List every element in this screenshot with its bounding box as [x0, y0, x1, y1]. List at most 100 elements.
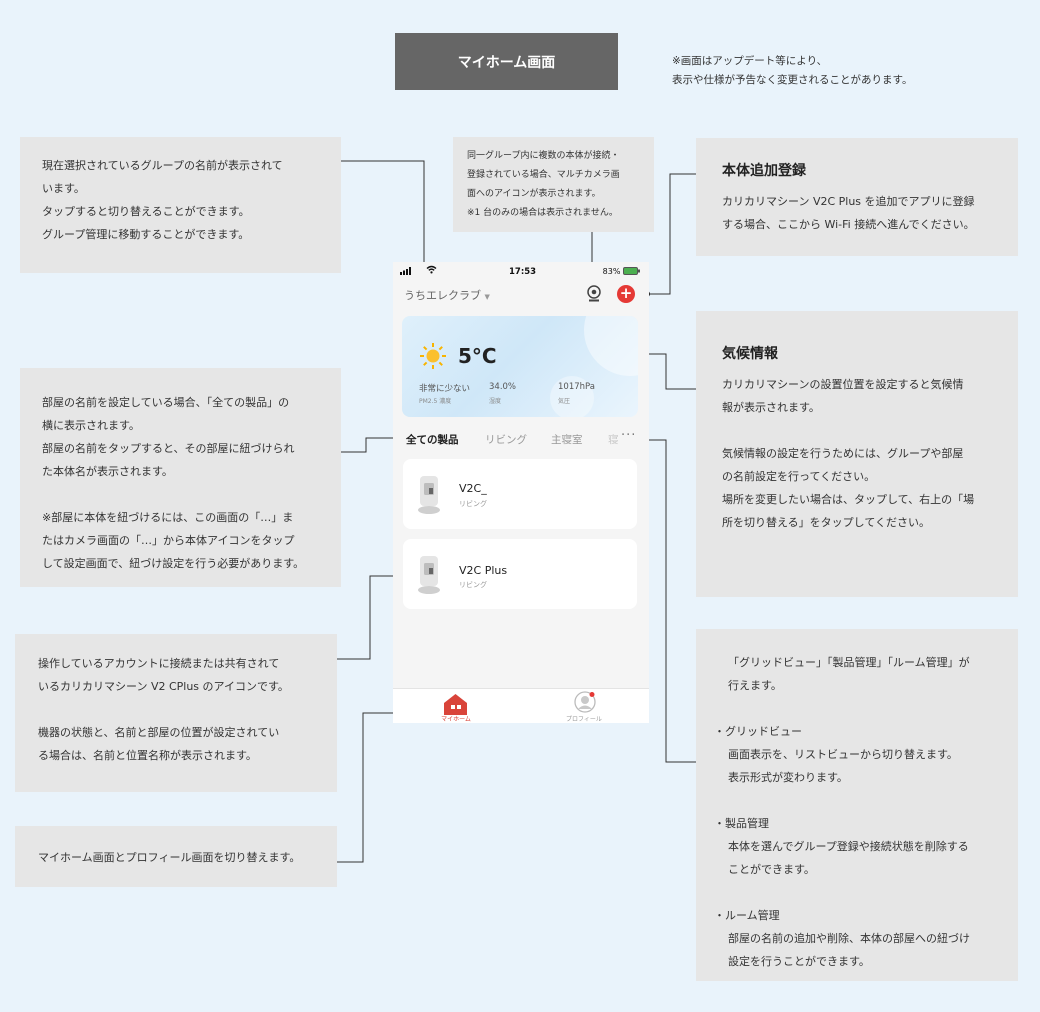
- annotation-spacer: [728, 697, 1018, 720]
- annotation-line: たはカメラ画面の「…」から本体アイコンをタップ: [42, 534, 295, 547]
- annotation-line: 「グリッドビュー」「製品管理」「ルーム管理」が: [728, 656, 970, 669]
- note-line: 表示や仕様が予告なく変更されることがあります。: [672, 74, 913, 86]
- home-icon: [444, 694, 467, 715]
- pm-value: 非常に少ない: [419, 384, 471, 394]
- wifi-icon: [426, 265, 437, 277]
- profile-icon[interactable]: [573, 691, 597, 717]
- annotation-line: 現在選択されているグループの名前が表示されて: [42, 159, 283, 172]
- phone-screen: 17:53 83% うちエレクラブ ▼ +: [393, 262, 649, 723]
- annotation-spacer: [728, 789, 1018, 812]
- annotation-device: 操作しているアカウントに接続または共有されて いるカリカリマシーン V2 CPl…: [15, 634, 337, 792]
- annotation-line: 設定を行うことができます。: [728, 955, 870, 968]
- annotation-line: 横に表示されます。: [42, 419, 140, 432]
- signal-icon: [400, 267, 412, 278]
- annotation-line: グループ管理に移動することができます。: [42, 228, 250, 241]
- status-time: 17:53: [509, 267, 537, 277]
- annotation-line: の名前設定を行ってください。: [722, 470, 876, 483]
- annotation-line: 面へのアイコンが表示されます。: [467, 189, 601, 199]
- sun-icon: [419, 342, 447, 374]
- annotation-line: 本体を選んでグループ登録や接続状態を削除する: [728, 840, 969, 853]
- annotation-line: ※部屋に本体を紐づけるには、この画面の「…」ま: [42, 511, 294, 524]
- annotation-line: ※1 台のみの場合は表示されません。: [467, 208, 618, 218]
- device-room: リビング: [459, 581, 487, 589]
- annotation-multicam: 同一グループ内に複数の本体が接続・ 登録されている場合、マルチカメラ画 面へのア…: [453, 137, 654, 232]
- annotation-line: 表示形式が変わります。: [728, 771, 848, 784]
- tab-profile-label[interactable]: プロフィール: [566, 716, 602, 723]
- tab-all-products[interactable]: 全ての製品: [406, 434, 459, 446]
- device-card[interactable]: V2C_ リビング: [403, 459, 637, 529]
- feeder-icon: [417, 475, 441, 519]
- annotation-spacer: [42, 483, 341, 506]
- annotation-tabbar: マイホーム画面とプロフィール画面を切り替えます。: [15, 826, 337, 887]
- group-name: うちエレクラブ: [404, 289, 481, 302]
- tab-bedroom[interactable]: 寝: [608, 434, 619, 446]
- weather-background: [550, 316, 638, 417]
- annotation-spacer: [38, 698, 337, 721]
- page-title: マイホーム画面: [395, 33, 618, 90]
- weather-card[interactable]: 5°C 非常に少ない PM2.5 濃度 34.0% 湿度 1017hPa 気圧: [402, 316, 638, 417]
- group-selector[interactable]: うちエレクラブ ▼: [404, 287, 490, 303]
- camera-icon[interactable]: [587, 285, 601, 307]
- tab-master-bedroom[interactable]: 主寝室: [551, 434, 583, 446]
- annotation-line: カリカリマシーンの設置位置を設定すると気候情: [722, 378, 964, 391]
- annotation-spacer: [722, 419, 1018, 442]
- device-name: V2C_: [459, 482, 487, 495]
- annotation-line: ・グリッドビュー: [714, 725, 802, 738]
- humidity-label: 湿度: [489, 398, 502, 405]
- annotation-line: タップすると切り替えることができます。: [42, 205, 250, 218]
- feeder-icon: [417, 555, 441, 599]
- status-bar: 17:53 83%: [393, 262, 649, 282]
- humidity-value: 34.0%: [489, 382, 517, 392]
- annotation-line: して設定画面で、紐づけ設定を行う必要があります。: [42, 557, 305, 570]
- annotation-weather: 気候情報 カリカリマシーンの設置位置を設定すると気候情 報が表示されます。 気候…: [696, 311, 1018, 597]
- annotation-line: 機器の状態と、名前と部屋の位置が設定されてい: [38, 726, 280, 739]
- annotation-line: 部屋の名前をタップすると、その部屋に紐づけられ: [42, 442, 295, 455]
- add-icon[interactable]: +: [617, 285, 635, 303]
- battery-icon: [623, 267, 640, 275]
- annotation-line: ・ルーム管理: [714, 909, 780, 922]
- annotation-line: 行えます。: [728, 679, 782, 692]
- pm-label: PM2.5 濃度: [419, 398, 452, 405]
- annotation-line: ・製品管理: [714, 817, 769, 830]
- device-name: V2C Plus: [459, 564, 508, 577]
- note-line: ※画面はアップデート等により、: [672, 55, 828, 67]
- annotation-line: た本体名が表示されます。: [42, 465, 173, 478]
- annotation-line: 登録されている場合、マルチカメラ画: [467, 170, 620, 180]
- annotation-line: 気候情報の設定を行うためには、グループや部屋: [722, 447, 964, 460]
- annotation-line: います。: [42, 182, 85, 195]
- pressure-value: 1017hPa: [558, 382, 595, 392]
- annotation-rooms: 部屋の名前を設定している場合、「全ての製品」の 横に表示されます。 部屋の名前を…: [20, 368, 341, 587]
- annotation-line: る場合は、名前と位置名称が表示されます。: [38, 749, 257, 762]
- more-menu-button[interactable]: ···: [621, 428, 637, 443]
- annotation-line: マイホーム画面とプロフィール画面を切り替えます。: [38, 851, 301, 864]
- annotation-spacer: [728, 881, 1018, 904]
- annotation-line: 報が表示されます。: [722, 401, 820, 414]
- device-room: リビング: [459, 500, 487, 508]
- device-card[interactable]: V2C Plus リビング: [403, 539, 637, 609]
- annotation-line: 所を切り替える」をタップしてください。: [722, 516, 931, 529]
- chevron-down-icon: ▼: [484, 293, 490, 301]
- annotation-line: 同一グループ内に複数の本体が接続・: [467, 151, 620, 161]
- annotation-title: 気候情報: [722, 346, 778, 362]
- tab-my-home[interactable]: [443, 693, 468, 719]
- pressure-label: 気圧: [558, 398, 571, 405]
- annotation-line: 操作しているアカウントに接続または共有されて: [38, 657, 280, 670]
- annotation-menu: 「グリッドビュー」「製品管理」「ルーム管理」が 行えます。 ・グリッドビュー 画…: [696, 629, 1018, 981]
- annotation-line: する場合、ここから Wi-Fi 接続へ進んでください。: [722, 218, 975, 231]
- annotation-group: 現在選択されているグループの名前が表示されて います。 タップすると切り替えるこ…: [20, 137, 341, 273]
- annotation-line: 場所を変更したい場合は、タップして、右上の「場: [722, 493, 975, 506]
- temperature: 5°C: [458, 344, 497, 368]
- tab-living[interactable]: リビング: [485, 434, 527, 446]
- annotation-add-device: 本体追加登録 カリカリマシーン V2C Plus を追加でアプリに登録 する場合…: [696, 138, 1018, 256]
- annotation-line: ことができます。: [728, 863, 815, 876]
- bottom-tab-bar: マイホーム プロフィール: [393, 688, 649, 723]
- tab-my-home-label[interactable]: マイホーム: [441, 716, 471, 723]
- annotation-line: いるカリカリマシーン V2 CPlus のアイコンです。: [38, 680, 289, 693]
- update-note: ※画面はアップデート等により、 表示や仕様が予告なく変更されることがあります。: [672, 52, 912, 90]
- annotation-line: 部屋の名前を設定している場合、「全ての製品」の: [42, 396, 290, 409]
- annotation-line: 部屋の名前の追加や削除、本体の部屋への紐づけ: [728, 932, 970, 945]
- battery-percent: 83%: [602, 267, 621, 276]
- battery-indicator: 83%: [603, 267, 641, 276]
- annotation-title: 本体追加登録: [722, 163, 806, 179]
- annotation-line: カリカリマシーン V2C Plus を追加でアプリに登録: [722, 195, 975, 208]
